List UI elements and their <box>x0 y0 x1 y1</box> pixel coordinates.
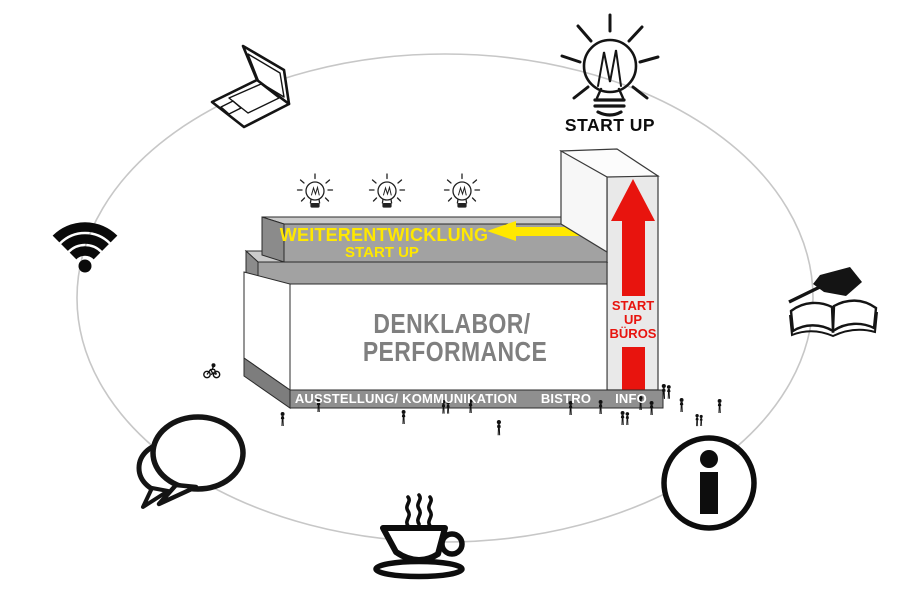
writing-book-icon <box>788 267 878 338</box>
speech-bubbles-icon <box>136 414 246 509</box>
tower-label-line1: START <box>611 298 655 313</box>
coffee-cup-icon <box>373 493 465 580</box>
tower-label-line3: BÜROS <box>609 326 657 341</box>
people-figures <box>203 363 722 436</box>
wifi-icon <box>52 222 118 273</box>
roof-label-line1: WEITERENTWICKLUNG <box>279 225 489 245</box>
roof-label-line2: START UP <box>345 244 419 261</box>
info-icon <box>661 435 757 531</box>
lightbulb-icon <box>560 13 660 117</box>
red-arrow-up <box>611 179 655 390</box>
startup-label: START UP <box>564 115 656 135</box>
yellow-arrow-left <box>487 221 604 241</box>
tower-label-line2: UP <box>623 312 643 327</box>
laptop-icon <box>210 44 291 129</box>
idea-bulb-icons <box>296 173 481 209</box>
base-label-exhibition: AUSSTELLUNG/ KOMMUNIKATION <box>294 391 518 406</box>
cyclist-icon <box>203 363 221 379</box>
startup-tower-side <box>560 149 608 254</box>
base-label-info: INFO <box>615 391 647 406</box>
main-label-line2: PERFORMANCE <box>362 336 548 367</box>
building-body <box>243 271 608 391</box>
main-label-line1: DENKLABOR/ <box>373 308 531 339</box>
base-label-bistro: BISTRO <box>540 391 592 406</box>
